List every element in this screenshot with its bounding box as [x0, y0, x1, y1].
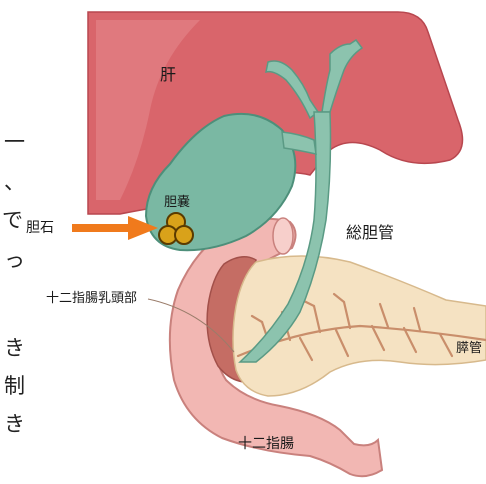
label-duodenal-papilla: 十二指腸乳頭部 [46, 291, 137, 306]
label-gallstone: 胆石 [26, 220, 54, 236]
label-duodenum: 十二指腸 [238, 436, 294, 452]
label-gallbladder: 胆嚢 [164, 194, 190, 210]
label-pancreas: 膵管 [456, 341, 482, 356]
label-common-bile-duct: 総胆管 [346, 223, 394, 242]
gallstone-arrow [72, 216, 158, 240]
duodenum-opening [273, 218, 293, 254]
label-liver: 肝 [160, 65, 176, 84]
